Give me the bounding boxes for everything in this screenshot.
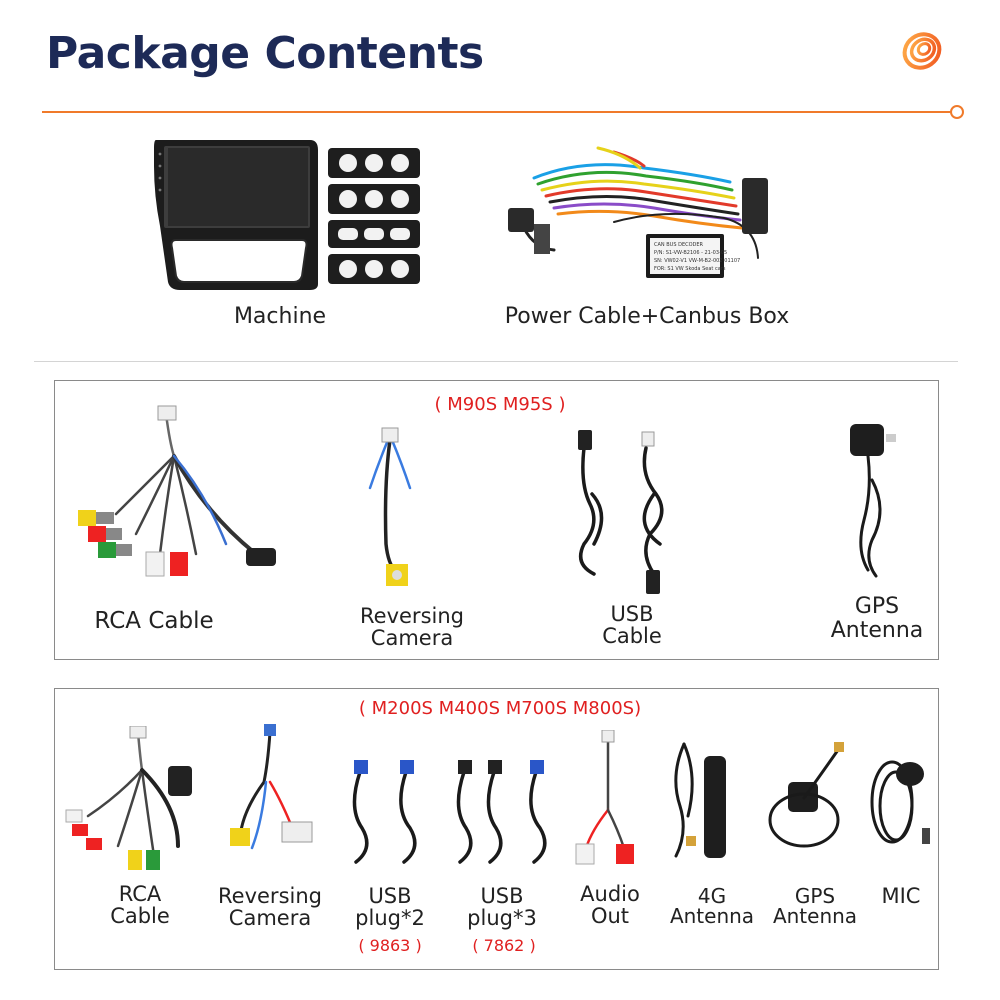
p2-gps-antenna-label-line2: Antenna xyxy=(772,904,858,928)
gps-antenna-image xyxy=(850,424,896,578)
gps-antenna-image-2 xyxy=(768,742,844,848)
canbus-label-line-1: CAN BUS DECODER xyxy=(654,242,704,248)
4g-antenna-image xyxy=(674,742,726,858)
rca-cable-label: RCA Cable xyxy=(94,608,214,634)
usb-plug-3-image xyxy=(456,760,547,864)
panel2-models: ( M200S M400S M700S M800S) xyxy=(358,698,642,719)
title-underline-end-circle xyxy=(950,105,964,119)
p2-reversing-camera-label-line1: Reversing xyxy=(218,884,322,908)
p2-rca-label-line2: Cable xyxy=(110,904,170,928)
p2-4g-antenna-label-line2: Antenna xyxy=(669,904,755,928)
machine-label: Machine xyxy=(233,304,327,329)
rca-cable-image xyxy=(78,405,276,577)
p2-audio-out-label-line2: Out xyxy=(590,904,630,928)
accessory-panel-m90s-m95s xyxy=(54,380,939,660)
canbus-label-line-2: P/N: S1-VW-B2106 - 21-03-05 xyxy=(654,250,727,256)
title-underline xyxy=(42,111,954,113)
section-divider xyxy=(34,361,958,362)
audio-out-cable-image xyxy=(575,730,634,865)
reversing-camera-label-line2: Camera xyxy=(370,626,454,650)
p2-usb2-label-line2: plug*2 xyxy=(355,906,425,930)
trim-panels-image xyxy=(328,148,420,284)
panel1-models: ( M90S M95S ) xyxy=(434,394,566,415)
usb-cable-label-line2: Cable xyxy=(602,624,662,648)
p2-gps-antenna-label-line1: GPS xyxy=(794,884,836,908)
canbus-label-line-3: SN: VW02-V1 VW-M-B2-002-01107 xyxy=(654,258,740,264)
p2-usb3-label-line1: USB xyxy=(480,884,524,908)
orange-spiral-logo-icon xyxy=(902,32,942,70)
gps-antenna-label-line1: GPS xyxy=(854,594,900,619)
p2-usb3-note: ( 7862 ) xyxy=(472,936,536,955)
page-title: Package Contents xyxy=(46,28,484,79)
usb-plug-2-image xyxy=(352,760,417,864)
rca-cable-image-2 xyxy=(65,726,192,870)
reversing-camera-cable-image xyxy=(368,427,412,586)
p2-usb2-label-line1: USB xyxy=(368,884,412,908)
p2-audio-out-label-line1: Audio xyxy=(580,882,640,906)
reversing-camera-label-line1: Reversing xyxy=(360,604,464,628)
mic-image xyxy=(870,760,930,844)
p2-reversing-camera-label-line2: Camera xyxy=(228,906,312,930)
canbus-label-line-4: FOR: S1 VW Skoda Seat cars xyxy=(654,266,726,272)
p2-usb3-label-line2: plug*3 xyxy=(467,906,537,930)
power-cable-harness-image: CAN BUS DECODER P/N: S1-VW-B2106 - 21-03… xyxy=(508,146,768,278)
reversing-camera-cable-image-2 xyxy=(230,724,313,850)
p2-usb2-note: ( 9863 ) xyxy=(358,936,422,955)
machine-head-unit-image xyxy=(154,140,318,290)
gps-antenna-label-line2: Antenna xyxy=(830,618,924,643)
power-cable-canbus-label: Power Cable+Canbus Box xyxy=(504,304,790,329)
usb-cable-image xyxy=(578,430,664,594)
p2-mic-label: MIC xyxy=(881,884,921,908)
p2-rca-label-line1: RCA xyxy=(118,882,162,906)
usb-cable-label-line1: USB xyxy=(610,602,654,626)
p2-4g-antenna-label-line1: 4G xyxy=(697,884,727,908)
